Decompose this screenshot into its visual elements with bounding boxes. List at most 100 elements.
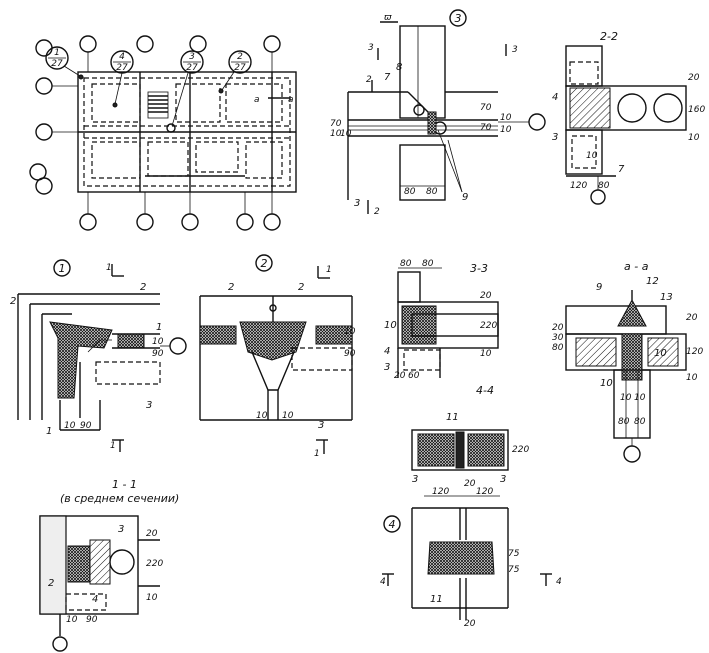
svg-text:3: 3 — [354, 198, 360, 209]
svg-text:10: 10 — [688, 133, 700, 143]
svg-text:60: 60 — [408, 371, 420, 381]
detail-1: 1 1 2 2 1 3 1 10 90 10 90 1 — [10, 259, 187, 452]
svg-text:10: 10 — [282, 411, 294, 421]
svg-text:3: 3 — [118, 524, 124, 535]
svg-text:20: 20 — [552, 323, 564, 333]
svg-text:10: 10 — [620, 393, 632, 403]
svg-text:3: 3 — [512, 45, 518, 55]
svg-text:4: 4 — [92, 594, 98, 605]
svg-text:10: 10 — [340, 129, 352, 139]
svg-text:4: 4 — [552, 92, 558, 103]
svg-text:120: 120 — [686, 347, 703, 357]
svg-text:10: 10 — [600, 378, 613, 389]
svg-text:80: 80 — [404, 187, 416, 197]
svg-text:90: 90 — [344, 349, 356, 359]
detail-2: 2 1 2 2 3 10 90 10 10 1 — [199, 254, 356, 459]
svg-text:a - a: a - a — [624, 260, 649, 273]
svg-text:2: 2 — [298, 282, 304, 293]
svg-text:70: 70 — [480, 123, 492, 133]
svg-text:1: 1 — [156, 322, 162, 333]
svg-text:120: 120 — [476, 487, 493, 497]
callout-4: 4 27 — [110, 50, 134, 108]
svg-text:10: 10 — [480, 349, 492, 359]
svg-text:4: 4 — [389, 518, 396, 531]
svg-text:27: 27 — [116, 63, 128, 73]
svg-text:70: 70 — [480, 103, 492, 113]
svg-text:2: 2 — [48, 578, 54, 589]
svg-text:3: 3 — [189, 52, 195, 62]
svg-text:80: 80 — [618, 417, 630, 427]
svg-text:120: 120 — [570, 181, 587, 191]
svg-text:4: 4 — [119, 52, 125, 62]
svg-text:2: 2 — [261, 257, 268, 270]
svg-text:10: 10 — [586, 151, 598, 161]
section-mark-a: a a — [254, 95, 294, 105]
svg-text:7: 7 — [384, 72, 391, 83]
svg-text:3: 3 — [384, 362, 390, 373]
svg-text:10: 10 — [500, 113, 512, 123]
svg-text:90: 90 — [152, 349, 164, 359]
svg-text:3: 3 — [318, 420, 324, 431]
svg-text:1: 1 — [110, 441, 116, 451]
svg-text:3: 3 — [412, 474, 418, 485]
svg-text:27: 27 — [234, 63, 246, 73]
svg-text:2: 2 — [10, 296, 16, 307]
svg-text:10: 10 — [330, 129, 342, 139]
svg-text:9: 9 — [462, 192, 468, 203]
svg-text:10: 10 — [256, 411, 268, 421]
svg-text:10: 10 — [384, 320, 397, 331]
svg-text:4-4: 4-4 — [476, 384, 494, 397]
svg-text:10: 10 — [146, 593, 158, 603]
svg-text:8: 8 — [396, 62, 402, 73]
building-plan: 1 27 4 27 3 27 2 27 — [29, 35, 297, 231]
svg-text:2: 2 — [374, 207, 380, 217]
svg-text:3: 3 — [455, 12, 462, 25]
svg-text:2: 2 — [237, 52, 243, 62]
svg-text:20: 20 — [394, 371, 406, 381]
svg-text:3: 3 — [500, 474, 506, 485]
svg-text:20: 20 — [464, 619, 476, 629]
section-2-2: 2-2 4 3 7 20 160 10 10 120 80 — [552, 30, 705, 205]
svg-text:1: 1 — [326, 265, 332, 275]
svg-text:4: 4 — [380, 577, 386, 587]
svg-text:3-3: 3-3 — [470, 262, 488, 275]
svg-text:3: 3 — [552, 132, 558, 143]
svg-text:80: 80 — [422, 259, 434, 269]
svg-text:80: 80 — [400, 259, 412, 269]
svg-text:2-2: 2-2 — [600, 30, 618, 43]
svg-text:10: 10 — [152, 337, 164, 347]
svg-text:9: 9 — [596, 282, 602, 293]
svg-text:1: 1 — [59, 262, 66, 275]
svg-text:220: 220 — [480, 321, 497, 331]
svg-text:(в среднем сечении): (в среднем сечении) — [60, 492, 179, 505]
section-a-a: a - a 9 12 13 10 10 20 30 80 20 120 10 1… — [552, 260, 703, 463]
svg-text:1: 1 — [54, 48, 60, 58]
svg-text:12: 12 — [646, 276, 659, 287]
section-marks-3: 3 3 2 2 — [366, 43, 518, 217]
svg-text:120: 120 — [432, 487, 449, 497]
svg-text:4: 4 — [384, 346, 390, 357]
section-4-4: 4-4 11 3 3 220 20 120 120 4 4 4 11 75 75… — [380, 384, 562, 629]
svg-text:1: 1 — [106, 263, 112, 273]
svg-text:2: 2 — [366, 75, 372, 85]
svg-text:7: 7 — [618, 164, 625, 175]
svg-text:80: 80 — [552, 343, 564, 353]
svg-text:1: 1 — [46, 426, 52, 437]
svg-text:ϖ: ϖ — [384, 13, 392, 23]
svg-text:2: 2 — [228, 282, 234, 293]
callout-3: 3 27 — [166, 50, 204, 133]
svg-text:75: 75 — [508, 549, 520, 559]
svg-text:3: 3 — [146, 400, 152, 411]
section-1-1: 1 - 1 (в среднем сечении) 3 2 4 20 220 1… — [39, 478, 179, 652]
svg-text:90: 90 — [80, 421, 92, 431]
svg-text:10: 10 — [654, 348, 667, 359]
svg-text:80: 80 — [426, 187, 438, 197]
svg-text:20: 20 — [688, 73, 700, 83]
svg-text:90: 90 — [86, 615, 98, 625]
svg-text:13: 13 — [660, 292, 673, 303]
svg-text:27: 27 — [51, 59, 63, 69]
svg-text:30: 30 — [552, 333, 564, 343]
svg-text:11: 11 — [446, 412, 459, 423]
svg-text:a: a — [254, 95, 260, 105]
